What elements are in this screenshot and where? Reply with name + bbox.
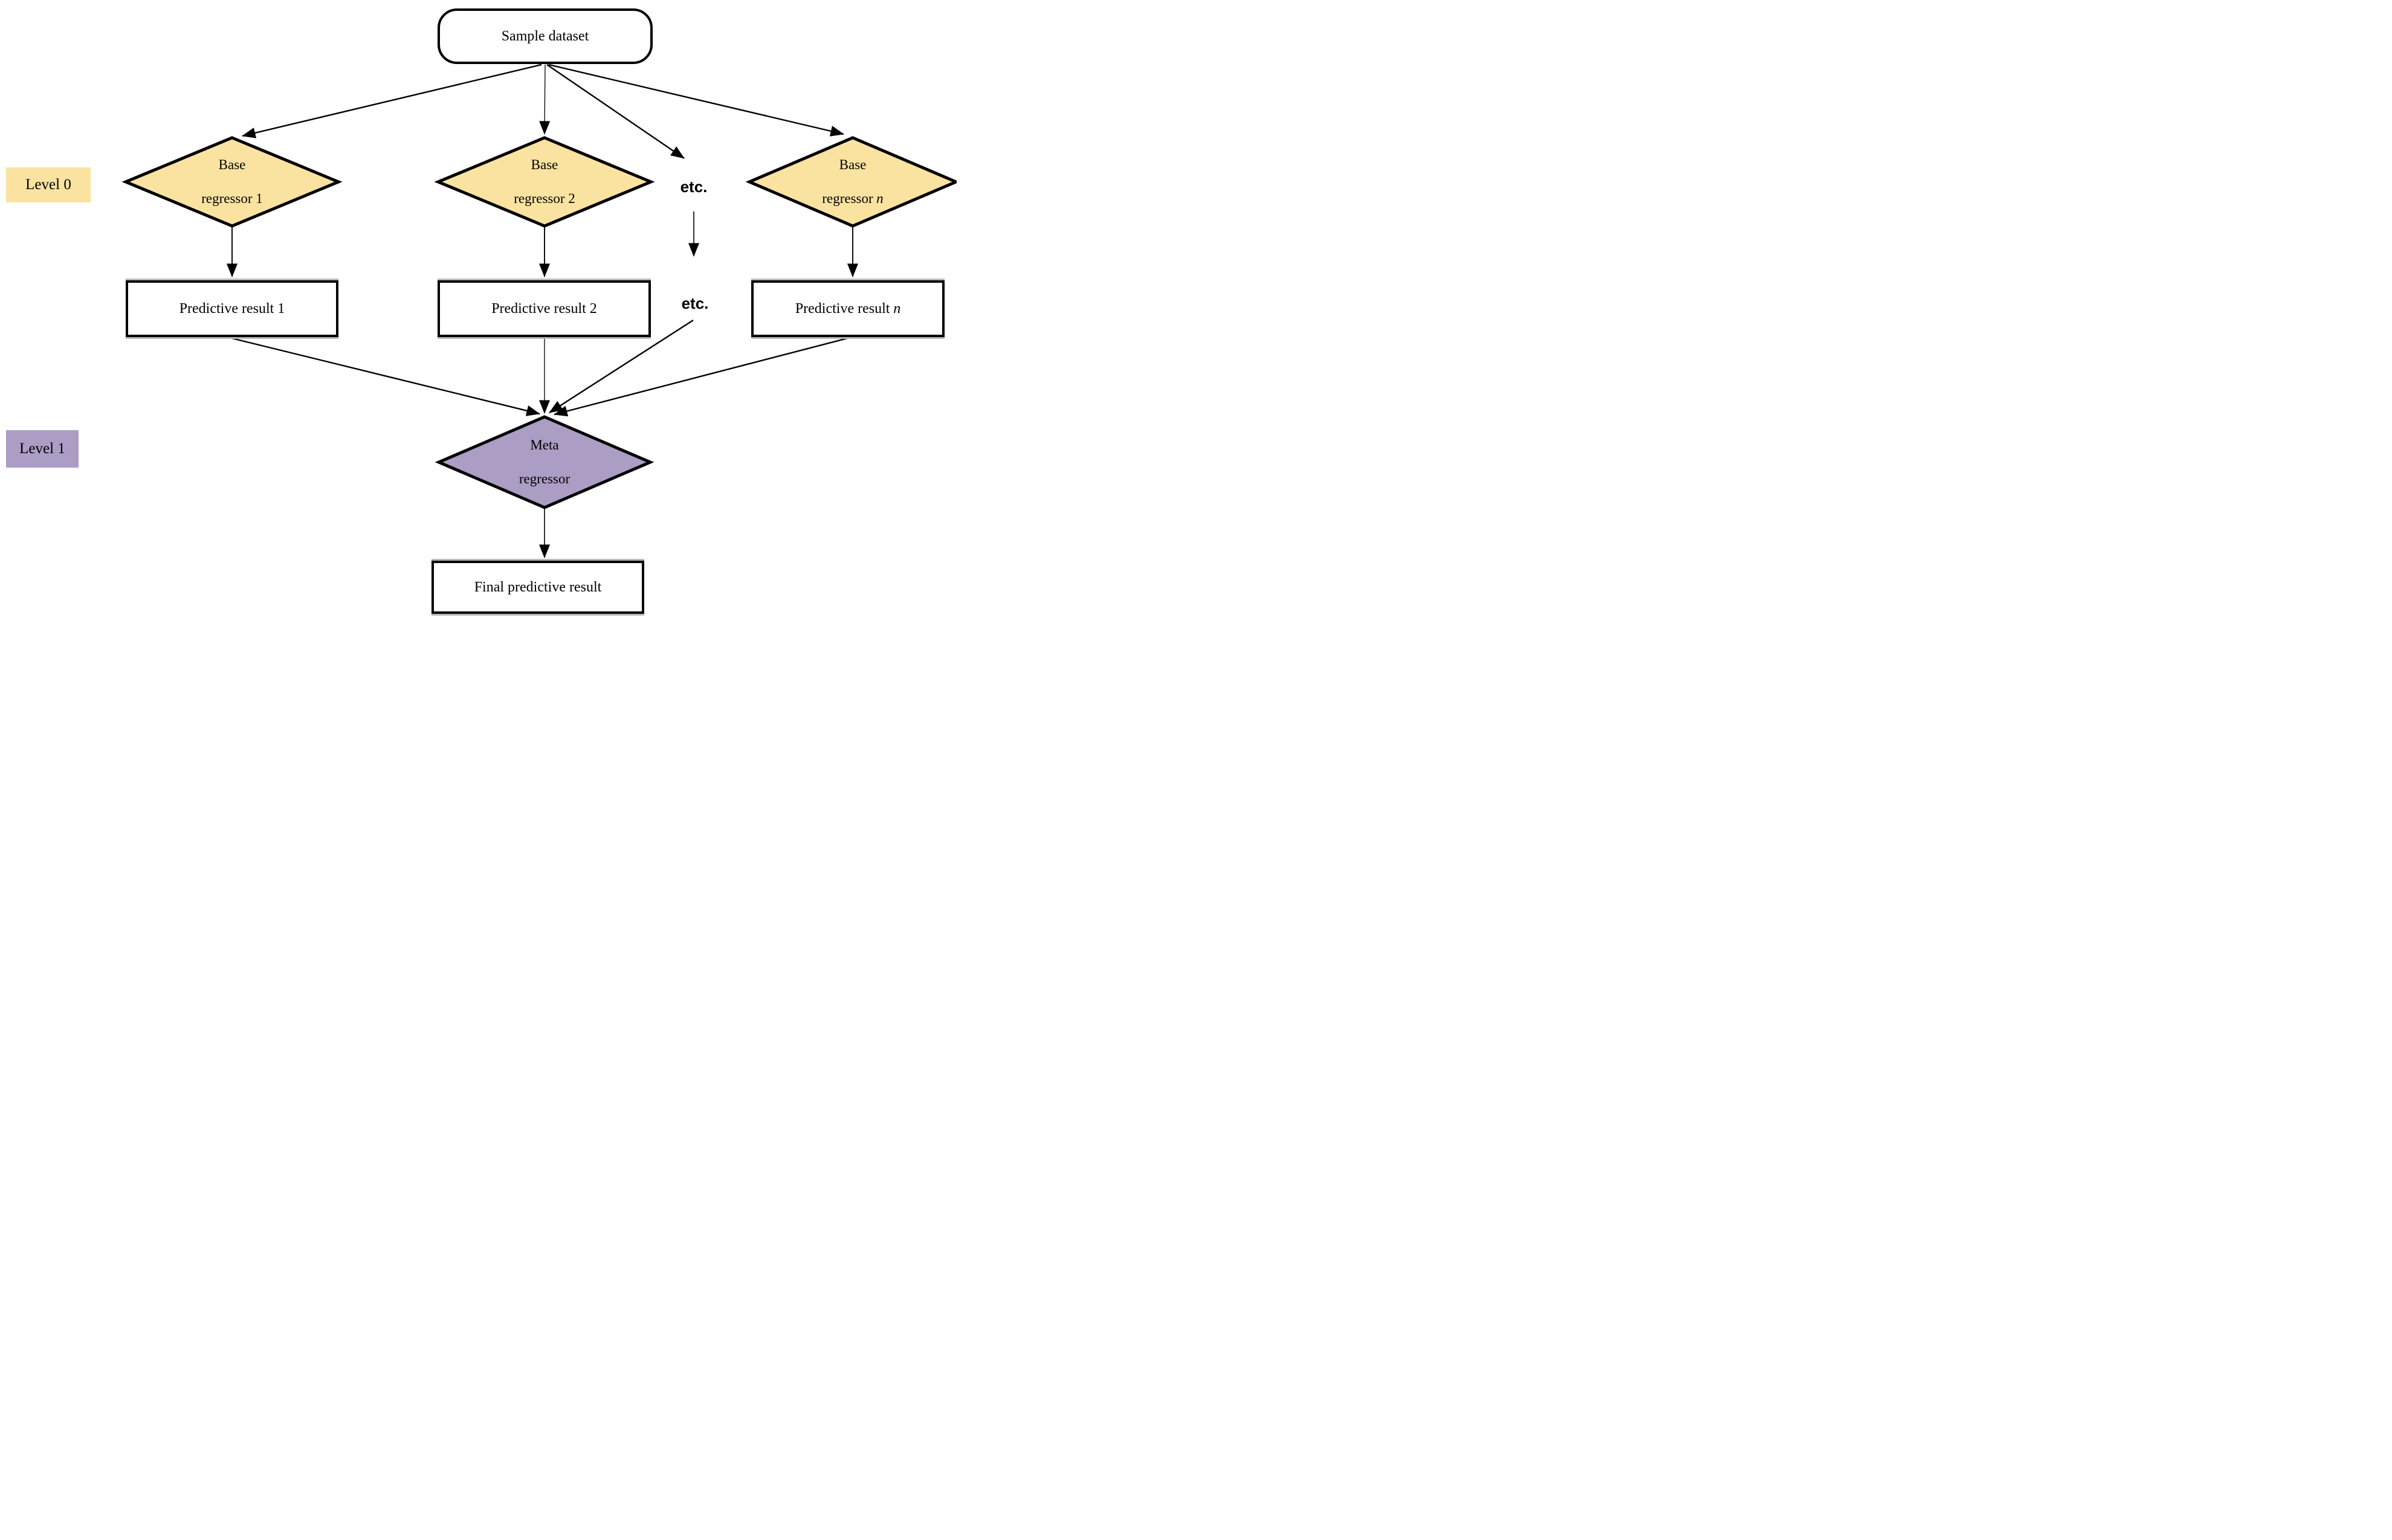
base-regressor-n-diamond [745, 136, 957, 228]
meta-regressor-diamond [435, 415, 655, 509]
base-regressor-1-line2: regressor 1 [201, 191, 263, 206]
meta-regressor-line2: regressor [519, 471, 571, 486]
final-predictive-result-node: Final predictive result [432, 561, 644, 614]
etc-top-label: etc. [680, 177, 708, 196]
base-regressor-1-label: Base regressor 1 [154, 138, 311, 226]
base-regressor-1-diamond [121, 136, 343, 228]
stacking-ensemble-diagram: Sample dataset Level 0 Base regressor 1 … [0, 0, 957, 616]
level1-label-chip [6, 430, 79, 468]
base-regressor-2-label: Base regressor 2 [466, 138, 623, 226]
diagram-shapes-layer [6, 63, 957, 558]
arrow-etc-mid-to-meta [549, 319, 694, 414]
arrow-sample-to-base1 [242, 63, 542, 138]
base-regressor-1-line1: Base [218, 156, 246, 172]
meta-regressor-label: Meta regressor [466, 418, 623, 506]
sample-dataset-label: Sample dataset [501, 28, 589, 44]
predictive-result-1-node: Predictive result 1 [126, 280, 338, 337]
level0-label: Level 0 [25, 176, 71, 193]
final-predictive-result-label: Final predictive result [474, 579, 602, 595]
arrow-sample-to-etc [546, 64, 685, 159]
arrow-resultn-to-meta [554, 337, 848, 417]
base-regressor-2-line1: Base [531, 156, 558, 172]
meta-regressor-line1: Meta [530, 437, 559, 453]
etc-mid-label: etc. [681, 294, 709, 312]
arrow-sample-to-basen [548, 63, 844, 137]
base-regressor-2-diamond [434, 136, 655, 228]
predictive-result-2-label: Predictive result 2 [491, 300, 597, 317]
sample-dataset-node: Sample dataset [438, 8, 653, 64]
level0-label-chip [6, 167, 91, 202]
level1-label: Level 1 [19, 440, 65, 457]
arrow-result1-to-meta [231, 337, 540, 416]
base-regressor-2-line2: regressor 2 [514, 191, 575, 206]
predictive-result-1-label: Predictive result 1 [179, 300, 285, 317]
predictive-result-2-node: Predictive result 2 [438, 280, 651, 337]
base-regressor-n-line1: Base [839, 156, 867, 172]
